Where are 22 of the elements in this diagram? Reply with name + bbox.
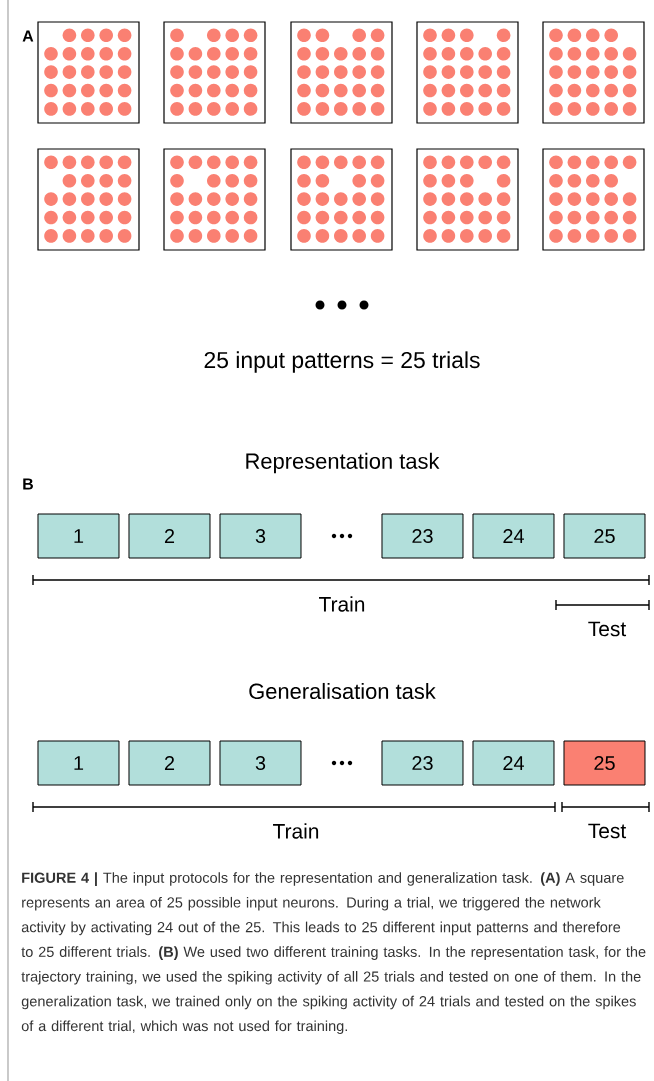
pattern-count-text: 25 input patterns = 25 trials [204,351,480,373]
trial-box: 24 [472,740,555,786]
test-label: Test [588,823,627,839]
task-title: Generalisation task [249,682,436,700]
caption: FIGURE 4 | The input protocols for the representation and generalization task. (A) A square represents an area of 25 possible input neurons. During a trial, we triggered the network activity by activating 24 out of the 25. This leads to 25 different input patterns and therefore to 25 different trials. (B) We used two different training tasks. In the representation task, for the trajectory training, we used the spiking activity of all 25 trials and tested on one of them. In the generalization task, we trained only on the spiking activity of 24 trials and tested on the spikes of a different trial, which was not used for training. [21,872,646,1034]
panel-label: A [22,30,34,42]
train-label: Train [273,823,319,839]
trial-box: 1 [37,740,120,786]
trial-box: 2 [128,740,211,786]
test-label: Test [588,621,627,637]
task-title: Representation task [246,452,440,474]
trial-box: 24 [472,513,555,559]
train-label: Train [319,596,365,612]
panel-label: B [23,478,33,490]
trial-box: 2 [128,513,211,559]
trial-box: 1 [37,513,120,559]
trial-box: 25 [563,740,646,786]
trial-box: 23 [381,513,464,559]
trial-box: 3 [219,740,302,786]
trial-box: 3 [219,513,302,559]
trial-box: 25 [563,513,646,559]
trial-box: 23 [381,740,464,786]
